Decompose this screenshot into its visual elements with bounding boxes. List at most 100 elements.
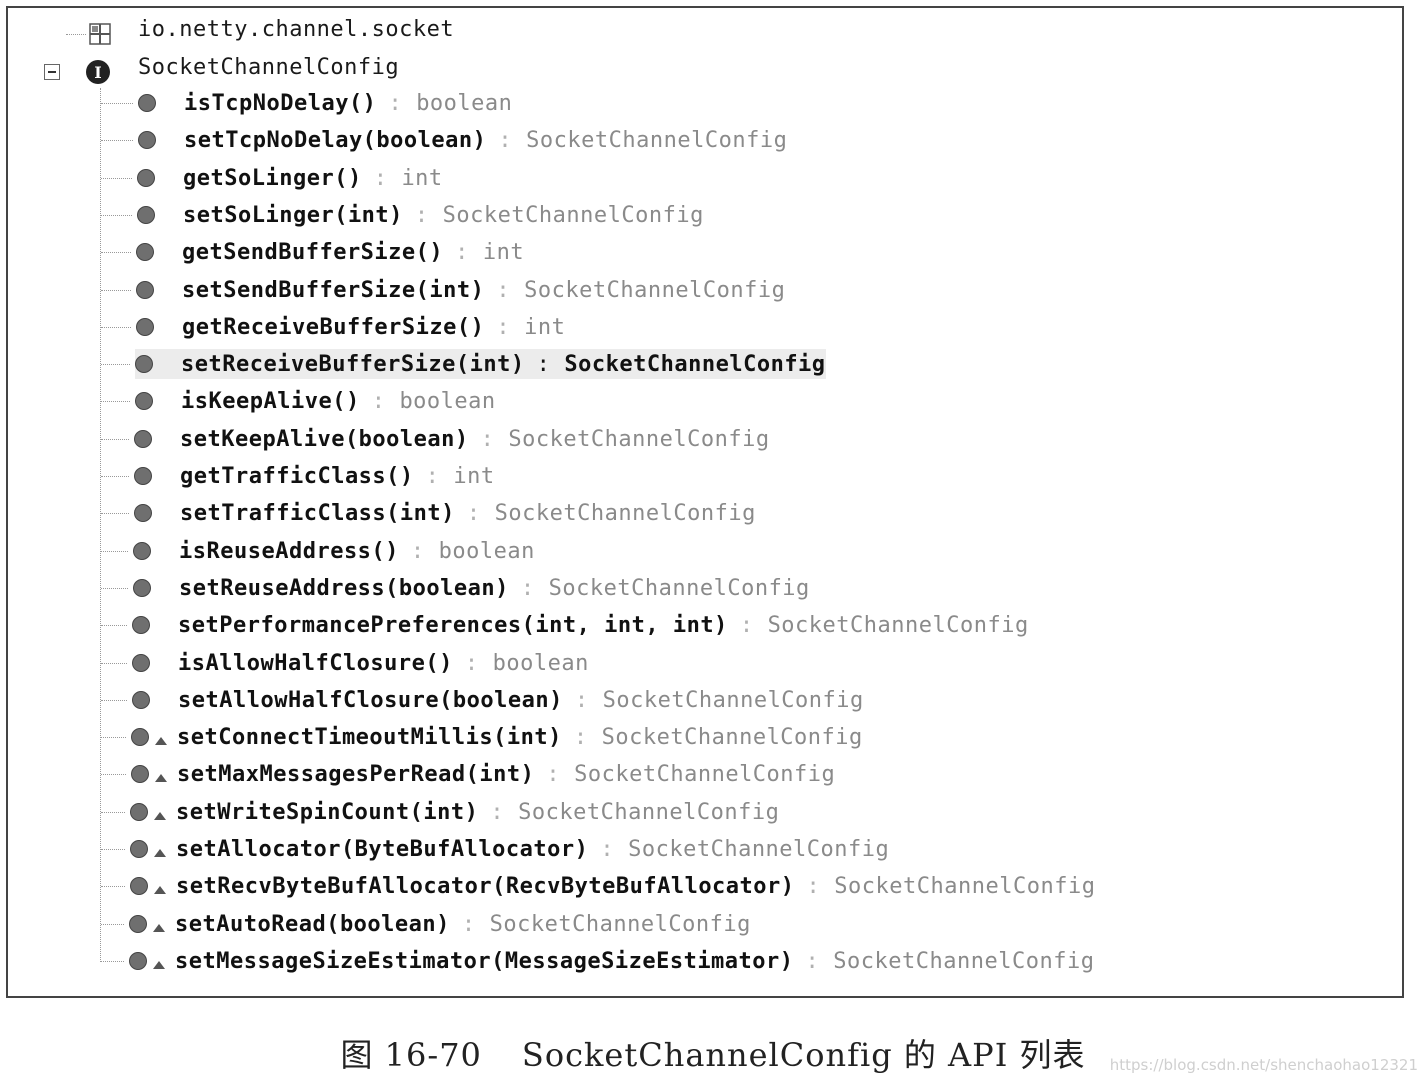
method-row[interactable]: isTcpNoDelay():boolean (138, 88, 512, 118)
return-type: SocketChannelConfig (564, 351, 826, 377)
method-signature: setReuseAddress(boolean) (179, 575, 509, 601)
method-signature: setTrafficClass(int) (180, 500, 455, 526)
public-method-icon (137, 206, 155, 224)
tree-connector (101, 103, 133, 104)
public-method-icon (133, 579, 151, 597)
return-separator: : (546, 761, 561, 787)
return-type: SocketChannelConfig (767, 612, 1029, 638)
public-method-icon (134, 504, 152, 522)
interface-icon: I (86, 60, 110, 84)
public-method-icon (136, 318, 154, 336)
method-signature: setReceiveBufferSize(int) (181, 351, 525, 377)
return-separator: : (536, 351, 551, 377)
tree-connector (101, 700, 127, 701)
method-signature: setKeepAlive(boolean) (180, 426, 469, 452)
method-row[interactable]: setMessageSizeEstimator(MessageSizeEstim… (129, 946, 1094, 976)
public-method-icon (134, 467, 152, 485)
method-row[interactable]: setRecvByteBufAllocator(RecvByteBufAlloc… (130, 871, 1095, 901)
return-type: SocketChannelConfig (518, 799, 780, 825)
method-row[interactable]: setKeepAlive(boolean):SocketChannelConfi… (134, 424, 770, 454)
tree-node-package[interactable]: io.netty.channel.socket (138, 14, 454, 44)
return-type: int (401, 165, 443, 191)
tree-connector (101, 215, 132, 216)
return-separator: : (806, 873, 821, 899)
public-method-icon (129, 915, 147, 933)
interface-label: SocketChannelConfig (138, 54, 400, 80)
return-separator: : (600, 836, 615, 862)
public-method-icon (135, 355, 153, 373)
method-row[interactable]: setConnectTimeoutMillis(int):SocketChann… (131, 722, 863, 752)
method-row[interactable]: isKeepAlive():boolean (135, 386, 496, 416)
public-method-icon (130, 840, 148, 858)
method-row[interactable]: isAllowHalfClosure():boolean (132, 648, 589, 678)
method-row[interactable]: setWriteSpinCount(int):SocketChannelConf… (130, 797, 779, 827)
return-separator: : (464, 650, 479, 676)
tree-connector (101, 364, 130, 365)
tree-connector (101, 140, 133, 141)
return-type: SocketChannelConfig (489, 911, 751, 937)
return-separator: : (410, 538, 425, 564)
return-type: SocketChannelConfig (508, 426, 770, 452)
watermark-text: https://blog.csdn.net/shenchaohao12321 (1109, 1056, 1418, 1074)
public-method-icon (136, 243, 154, 261)
method-row[interactable]: setSendBufferSize(int):SocketChannelConf… (136, 275, 785, 305)
method-row[interactable]: getSoLinger():int (137, 163, 443, 193)
return-separator: : (373, 165, 388, 191)
method-row[interactable]: isReuseAddress():boolean (133, 536, 535, 566)
public-method-icon (137, 169, 155, 187)
return-type: SocketChannelConfig (834, 873, 1096, 899)
method-row[interactable]: setAllocator(ByteBufAllocator):SocketCha… (130, 834, 889, 864)
method-signature: setTcpNoDelay(boolean) (184, 127, 487, 153)
return-type: SocketChannelConfig (574, 761, 836, 787)
method-signature: isKeepAlive() (181, 388, 360, 414)
method-row[interactable]: setMaxMessagesPerRead(int):SocketChannel… (131, 759, 835, 789)
method-row[interactable]: setAutoRead(boolean):SocketChannelConfig (129, 909, 751, 939)
public-method-icon (131, 765, 149, 783)
tree-connector (101, 401, 130, 402)
tree-connector (101, 588, 128, 589)
public-method-icon (138, 131, 156, 149)
return-separator: : (498, 127, 513, 153)
public-method-icon (134, 430, 152, 448)
method-row[interactable]: setReuseAddress(boolean):SocketChannelCo… (133, 573, 810, 603)
tree-connector (101, 924, 124, 925)
method-row[interactable]: setPerformancePreferences(int, int, int)… (132, 610, 1029, 640)
tree-connector (101, 290, 131, 291)
method-row[interactable]: setSoLinger(int):SocketChannelConfig (137, 200, 704, 230)
collapse-toggle-icon[interactable] (44, 64, 60, 80)
public-method-icon (136, 281, 154, 299)
return-separator: : (496, 314, 511, 340)
override-triangle-icon (155, 774, 167, 782)
method-row[interactable]: setTcpNoDelay(boolean):SocketChannelConf… (138, 125, 787, 155)
public-method-icon (130, 877, 148, 895)
method-signature: setAllowHalfClosure(boolean) (178, 687, 563, 713)
return-type: SocketChannelConfig (442, 202, 704, 228)
tree-connector (101, 961, 124, 962)
tree-connector (101, 849, 125, 850)
method-signature: setMessageSizeEstimator(MessageSizeEstim… (175, 948, 794, 974)
method-row[interactable]: setReceiveBufferSize(int): SocketChannelC… (135, 349, 826, 379)
tree-connector (101, 625, 127, 626)
public-method-icon (132, 691, 150, 709)
method-row[interactable]: getSendBufferSize():int (136, 237, 524, 267)
override-triangle-icon (155, 737, 167, 745)
return-type: int (453, 463, 495, 489)
tree-connector (101, 551, 128, 552)
tree-connector (101, 737, 126, 738)
return-separator: : (574, 687, 589, 713)
method-row[interactable]: setTrafficClass(int):SocketChannelConfig (134, 498, 756, 528)
method-signature: setAllocator(ByteBufAllocator) (176, 836, 589, 862)
tree-trunk-line (100, 88, 101, 962)
method-signature: getSendBufferSize() (182, 239, 444, 265)
public-method-icon (138, 94, 156, 112)
method-row[interactable]: getReceiveBufferSize():int (136, 312, 565, 342)
figure-number: 图 16-70 (340, 1036, 482, 1074)
return-separator: : (496, 277, 511, 303)
override-triangle-icon (154, 849, 166, 857)
method-signature: getTrafficClass() (180, 463, 414, 489)
public-method-icon (130, 803, 148, 821)
tree-node-interface[interactable]: SocketChannelConfig (138, 52, 399, 82)
method-signature: setAutoRead(boolean) (175, 911, 450, 937)
method-row[interactable]: getTrafficClass():int (134, 461, 495, 491)
method-row[interactable]: setAllowHalfClosure(boolean):SocketChann… (132, 685, 864, 715)
